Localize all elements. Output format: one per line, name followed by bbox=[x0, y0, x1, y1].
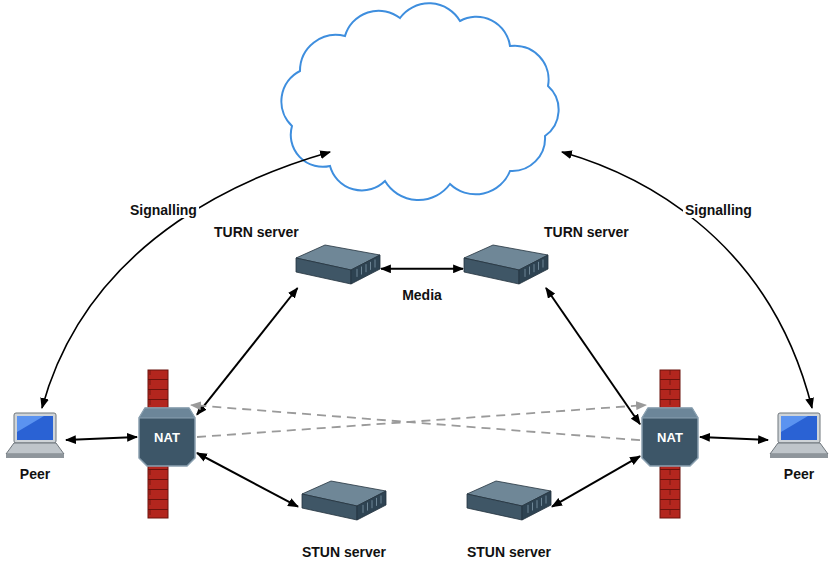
server-vent bbox=[534, 264, 535, 272]
server-vent bbox=[370, 262, 371, 270]
server-side bbox=[464, 258, 519, 284]
dashed-connector bbox=[191, 405, 640, 440]
server-icon bbox=[463, 242, 549, 288]
server-front bbox=[519, 255, 548, 284]
server-vent bbox=[543, 260, 544, 268]
server-icon bbox=[295, 242, 381, 288]
stun-server: STUN server bbox=[463, 478, 552, 560]
server-vent bbox=[366, 264, 367, 272]
turn-server: TURN server bbox=[214, 224, 381, 288]
server-vent bbox=[538, 262, 539, 270]
laptop-keyboard bbox=[6, 443, 64, 454]
line-label: Signalling bbox=[128, 202, 199, 218]
server-side bbox=[302, 494, 357, 520]
cloud bbox=[281, 3, 558, 200]
nat-device: NAT bbox=[640, 405, 700, 469]
nat-body bbox=[139, 408, 195, 466]
server-icon bbox=[466, 478, 552, 524]
node-label: NAT bbox=[657, 430, 683, 446]
nat-body bbox=[642, 408, 698, 466]
server-side bbox=[467, 494, 522, 520]
nat-device: NAT bbox=[137, 405, 197, 469]
server-vent bbox=[361, 267, 362, 275]
stun-server: STUN server bbox=[298, 478, 387, 560]
laptop-frame bbox=[778, 413, 820, 443]
nat-top bbox=[642, 408, 698, 418]
server-vent bbox=[375, 260, 376, 268]
connector bbox=[381, 268, 463, 270]
edge-label: Media bbox=[400, 287, 444, 303]
node-label: TURN server bbox=[544, 224, 629, 240]
dashed-connector bbox=[197, 405, 646, 437]
laptop-keyboard bbox=[770, 443, 828, 454]
server-vent bbox=[357, 269, 358, 277]
signalling-line bbox=[562, 152, 812, 408]
laptop-icon bbox=[4, 412, 66, 460]
server-vent bbox=[532, 503, 533, 511]
server-vent bbox=[372, 500, 373, 508]
laptop-screen bbox=[17, 416, 53, 440]
nat-top bbox=[139, 408, 195, 418]
server-vent bbox=[367, 503, 368, 511]
connector bbox=[700, 437, 768, 440]
signalling-line bbox=[42, 152, 330, 408]
server-vent bbox=[381, 496, 382, 504]
server-vent bbox=[525, 269, 526, 277]
server-vent bbox=[376, 498, 377, 506]
peer-laptop: Peer bbox=[4, 412, 66, 482]
server-front bbox=[522, 491, 551, 520]
laptop-base bbox=[770, 454, 828, 458]
laptop-base bbox=[6, 454, 64, 458]
node-label: TURN server bbox=[214, 224, 299, 240]
turn-server: TURN server bbox=[463, 224, 629, 288]
laptop-screen bbox=[781, 416, 817, 440]
server-vent bbox=[363, 505, 364, 513]
server-side bbox=[296, 258, 351, 284]
laptop-frame bbox=[14, 413, 56, 443]
node-label: STUN server bbox=[467, 544, 551, 560]
server-vent bbox=[546, 496, 547, 504]
connector bbox=[552, 456, 640, 507]
server-icon bbox=[301, 478, 387, 524]
connector bbox=[197, 288, 298, 415]
server-vent bbox=[537, 500, 538, 508]
peer-laptop: Peer bbox=[768, 412, 830, 482]
server-front bbox=[351, 255, 380, 284]
server-vent bbox=[541, 498, 542, 506]
server-front bbox=[357, 491, 386, 520]
laptop-glare bbox=[781, 416, 808, 432]
connector bbox=[66, 437, 137, 440]
line-label: Signalling bbox=[683, 202, 754, 218]
server-vent bbox=[529, 267, 530, 275]
node-label: STUN server bbox=[302, 544, 386, 560]
node-label: NAT bbox=[154, 430, 180, 446]
server-vent bbox=[528, 505, 529, 513]
connector bbox=[546, 288, 640, 424]
node-label: Peer bbox=[20, 466, 50, 482]
laptop-icon bbox=[768, 412, 830, 460]
laptop-glare bbox=[17, 416, 44, 432]
node-label: Peer bbox=[784, 466, 814, 482]
connector bbox=[197, 453, 298, 507]
